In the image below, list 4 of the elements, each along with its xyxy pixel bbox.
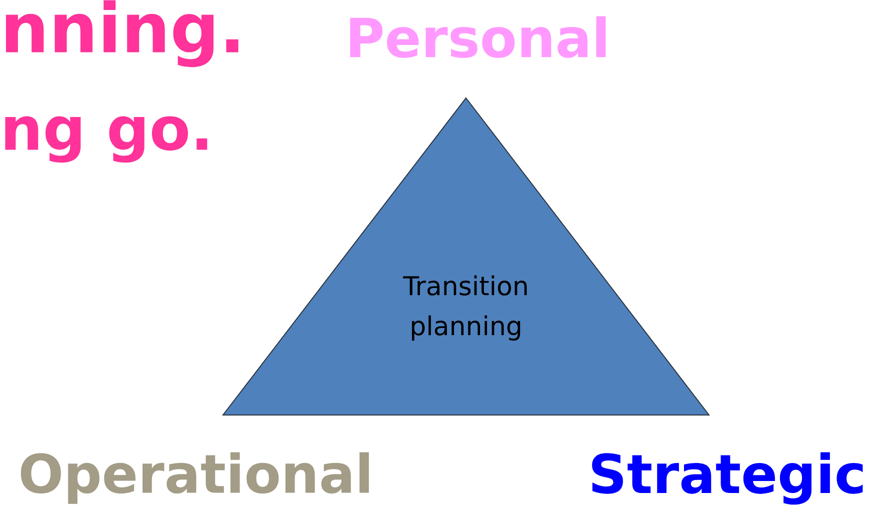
- corner-label: Operational: [20, 452, 369, 504]
- corner-label: Strategic: [592, 452, 863, 505]
- corner-label: Personal: [350, 16, 606, 58]
- heading-text: nning.: [6, 0, 238, 68]
